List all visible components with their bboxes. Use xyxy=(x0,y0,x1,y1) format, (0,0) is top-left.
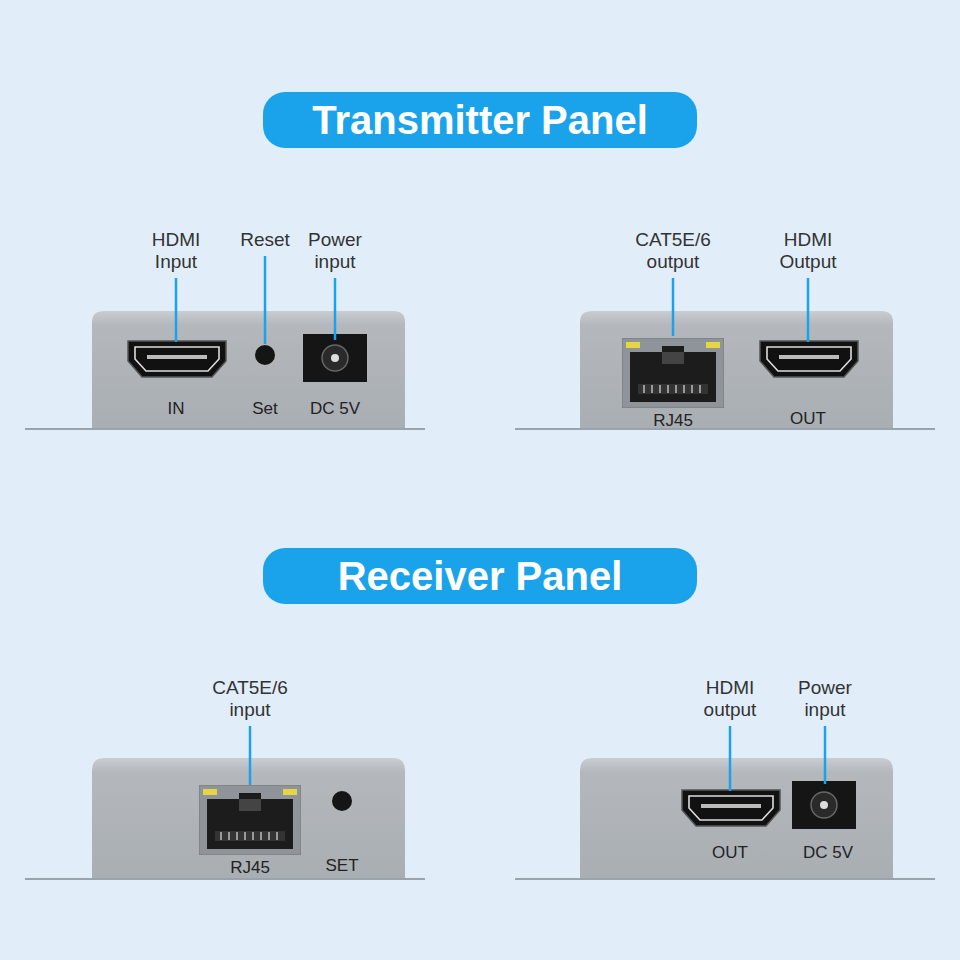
callout-label: Reset xyxy=(230,229,300,251)
port-label: DC 5V xyxy=(310,400,360,417)
device-panel: RJ45 SET xyxy=(92,758,405,878)
port-label: DC 5V xyxy=(803,844,853,861)
callout-label: CAT5E/6 input xyxy=(202,677,298,721)
section-heading-pill: Transmitter Panel xyxy=(263,92,697,148)
callout-label: CAT5E/6 output xyxy=(625,229,721,273)
callout-label: Power input xyxy=(790,677,860,721)
callout-label: HDMI Output xyxy=(770,229,846,273)
callout-label: Power input xyxy=(300,229,370,273)
section-heading-pill: Receiver Panel xyxy=(263,548,697,604)
port-label: IN xyxy=(168,400,185,417)
callout-label: HDMI Input xyxy=(141,229,211,273)
port-label: SET xyxy=(325,857,358,874)
port-label: Set xyxy=(252,400,278,417)
port-label: RJ45 xyxy=(230,859,270,876)
device-panel: OUT DC 5V xyxy=(580,758,893,878)
device-panel: RJ45 OUT xyxy=(580,311,893,428)
device-panel: IN Set DC 5V xyxy=(92,311,405,428)
section-heading: Receiver Panel xyxy=(338,554,623,599)
port-label: OUT xyxy=(790,410,826,427)
section-heading: Transmitter Panel xyxy=(312,98,648,143)
port-label: RJ45 xyxy=(653,412,693,429)
callout-label: HDMI output xyxy=(692,677,768,721)
port-label: OUT xyxy=(712,844,748,861)
